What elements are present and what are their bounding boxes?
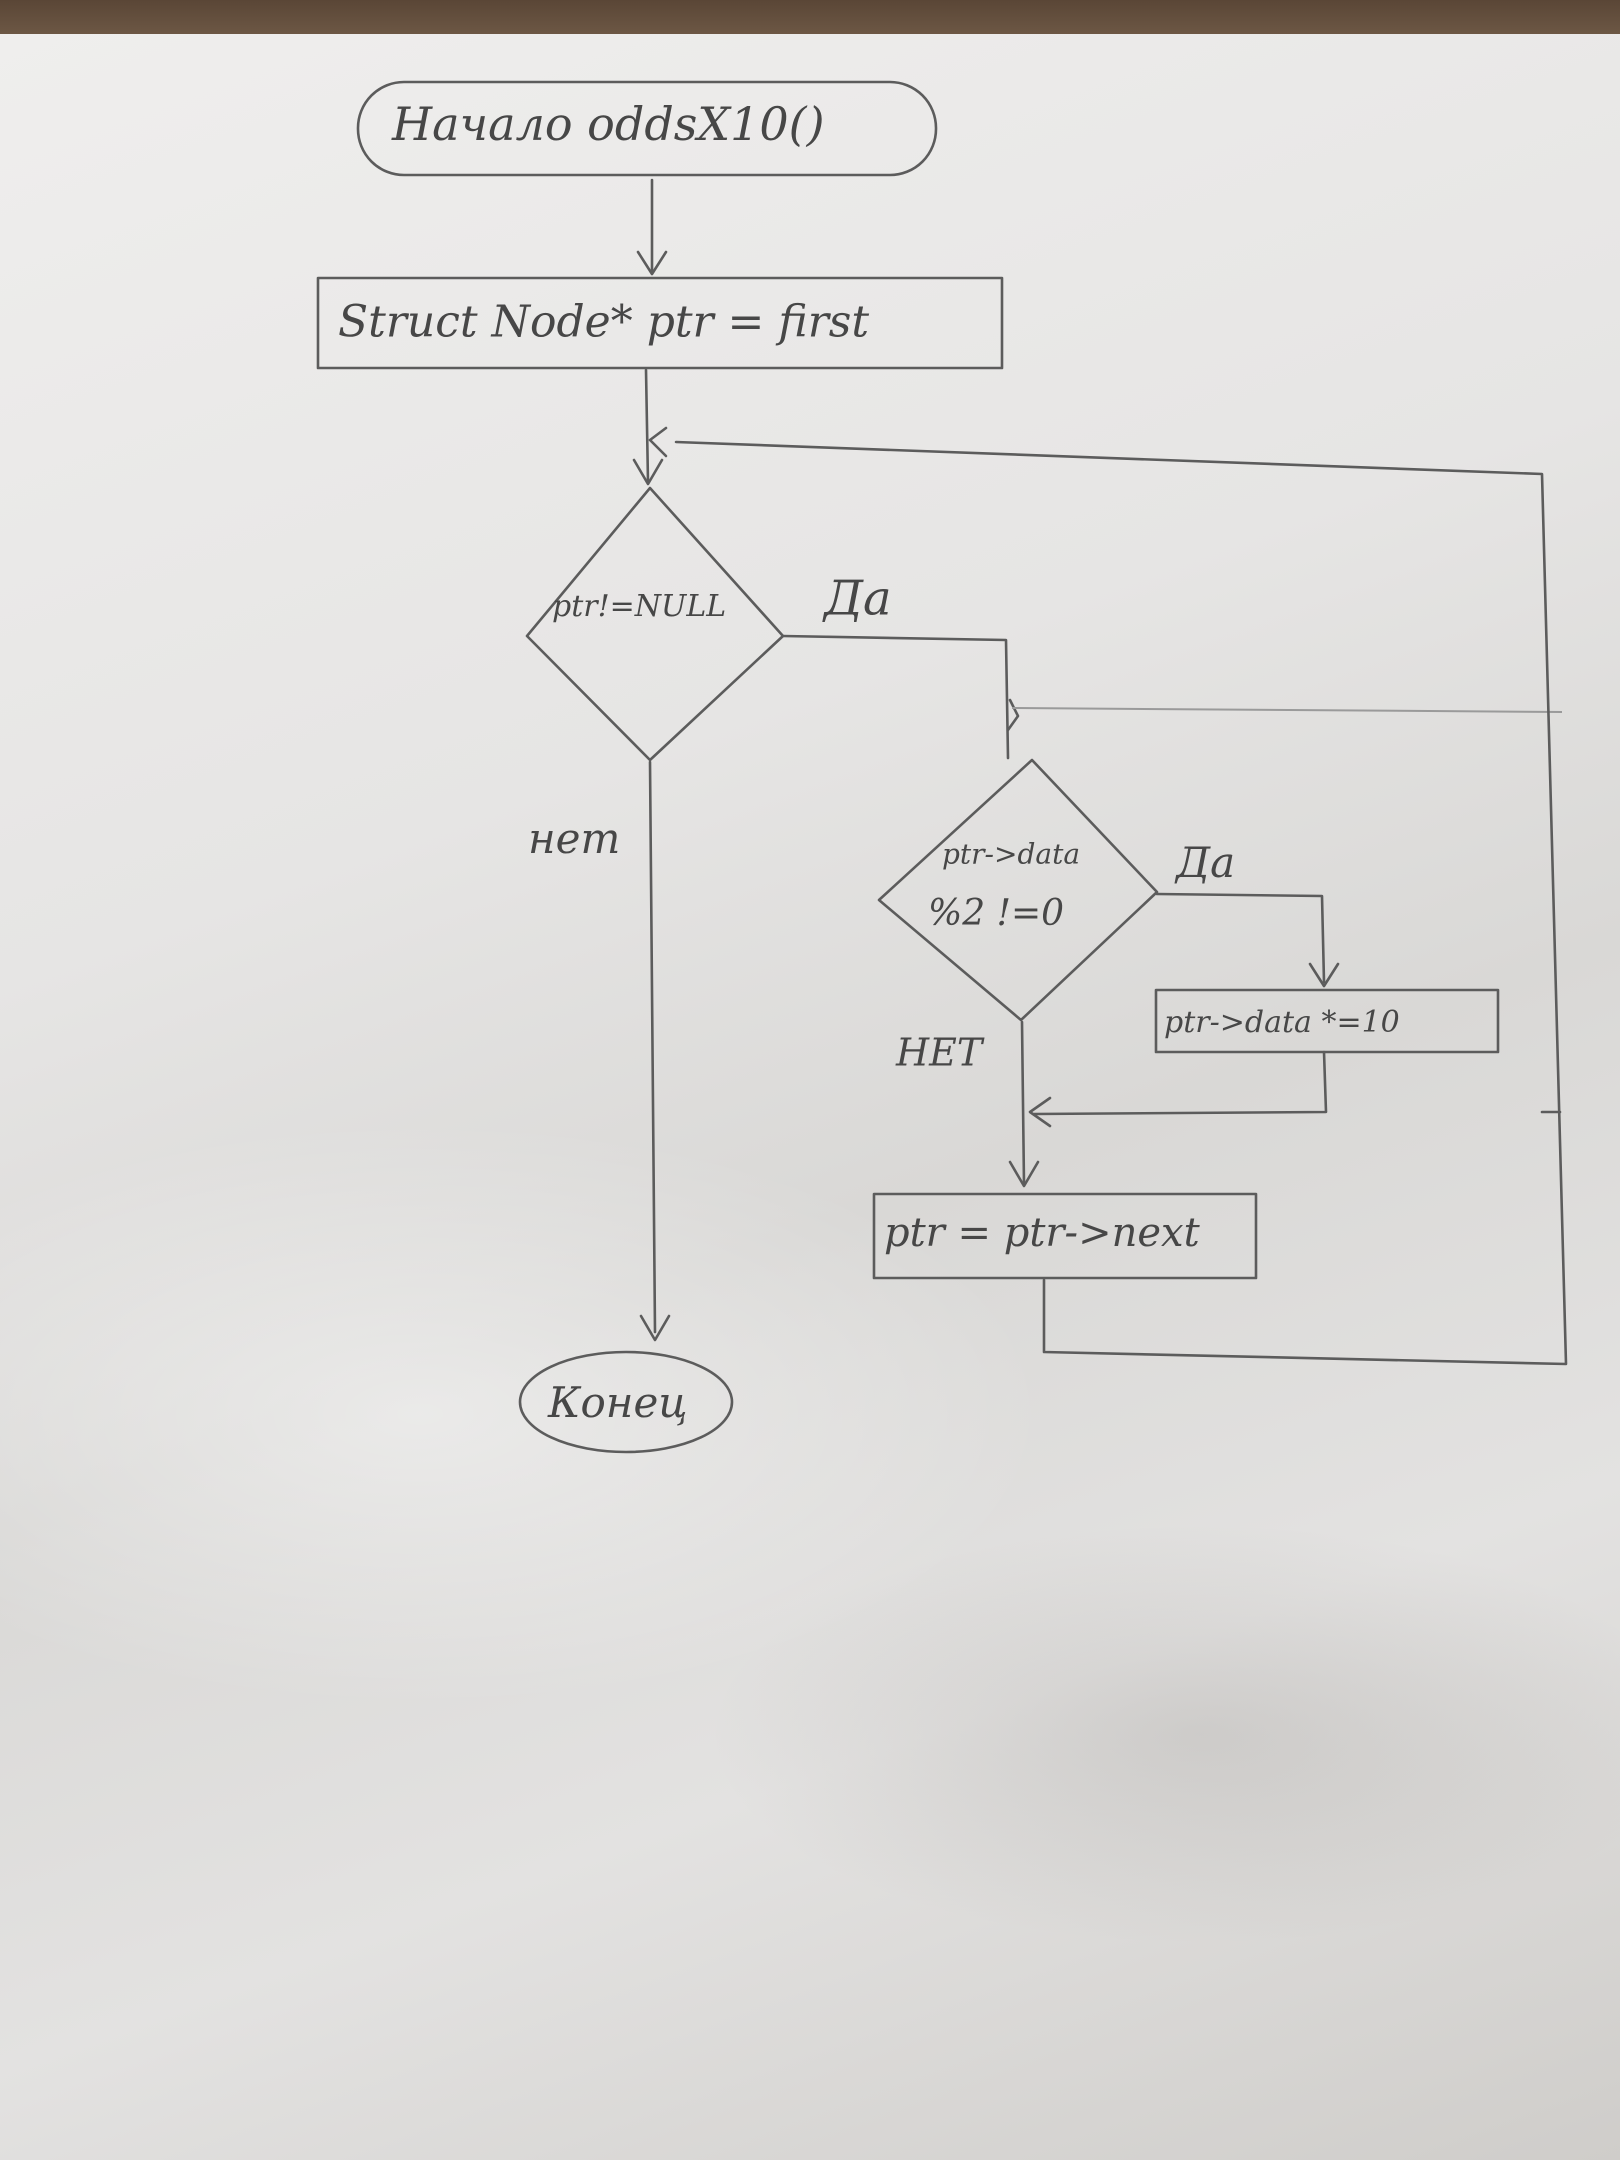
connector-odd-yes — [1155, 892, 1326, 984]
arrowhead — [648, 426, 668, 458]
arrowhead — [1028, 1096, 1052, 1128]
loop-yes-label: Да — [822, 571, 892, 627]
connector-merge — [1032, 1050, 1328, 1116]
advance-label: ptr = ptr->next — [884, 1210, 1201, 1256]
start-label: Начало oddsX10() — [391, 97, 825, 151]
odd-no-label: НЕТ — [895, 1031, 985, 1075]
loop-no-label: нет — [528, 814, 620, 863]
paper-sheet — [0, 34, 1620, 2160]
multiply-label: ptr->data *=10 — [1164, 1005, 1400, 1040]
start-terminal — [356, 80, 938, 177]
faint-guide-line — [1011, 707, 1563, 713]
odd-yes-label: Да — [1174, 838, 1235, 887]
multiply-process-box — [1154, 988, 1500, 1054]
connector-odd-no — [1020, 1020, 1026, 1186]
arrowhead — [639, 1314, 671, 1342]
loop-decision — [525, 486, 785, 762]
arrowhead — [632, 458, 664, 486]
arrow-init-to-loop — [644, 368, 650, 484]
arrowhead — [1308, 962, 1340, 988]
arrowhead — [1008, 1160, 1040, 1188]
init-label: Struct Node* ptr = first — [338, 297, 869, 348]
connector-loop-no — [648, 760, 657, 1334]
odd-condition-line1: ptr->data — [942, 838, 1080, 871]
connector-loop-yes — [781, 634, 1010, 760]
loop-condition: ptr!=NULL — [552, 589, 726, 624]
odd-condition-line2: %2 !=0 — [928, 893, 1064, 934]
odd-decision — [877, 758, 1159, 1022]
connector-loop-back — [674, 440, 1568, 1366]
init-process-box — [316, 276, 1004, 370]
advance-process-box — [872, 1192, 1258, 1280]
arrowhead — [636, 250, 668, 276]
end-terminal — [518, 1350, 734, 1454]
end-label: Конец — [547, 1378, 688, 1427]
arrowhead — [1006, 698, 1020, 732]
